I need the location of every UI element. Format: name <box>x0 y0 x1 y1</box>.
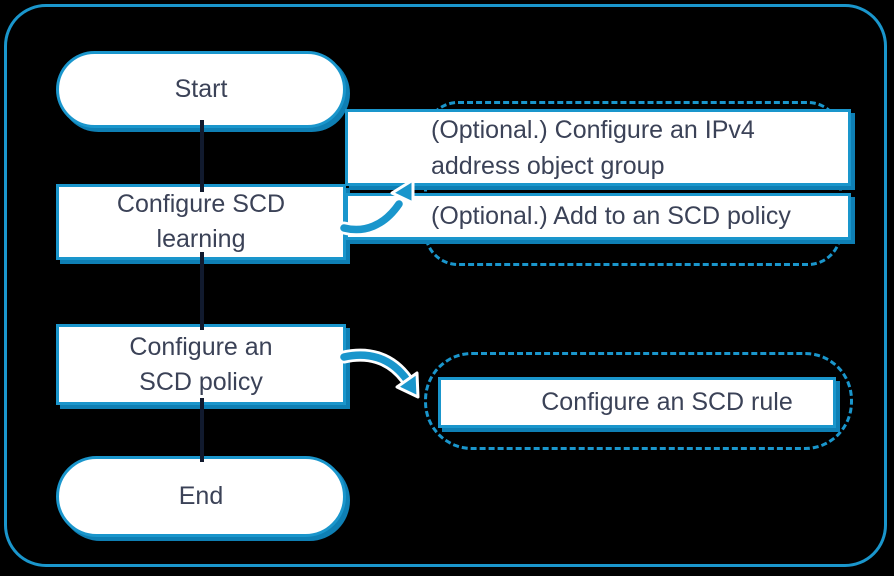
connector-learning-to-policy <box>200 252 204 330</box>
flow-node-optional-ipv4-object-group: (Optional.) Configure an IPv4 address ob… <box>345 109 851 186</box>
flow-node-optional-add-to-scd-policy: (Optional.) Add to an SCD policy <box>345 193 851 240</box>
optional-ipv4-label-line1: (Optional.) Configure an IPv4 <box>431 115 755 144</box>
connector-policy-to-end <box>200 398 204 462</box>
policy-label-line2: SCD policy <box>139 367 263 396</box>
optional-add-label: (Optional.) Add to an SCD policy <box>431 202 791 230</box>
optional-ipv4-label-line2: address object group <box>431 151 665 180</box>
policy-label-line1: Configure an <box>129 332 273 361</box>
flow-node-end: End <box>56 456 346 537</box>
learning-label-line2: learning <box>156 225 246 253</box>
start-label: Start <box>174 75 228 103</box>
flow-node-configure-scd-learning: Configure SCD learning <box>56 184 346 260</box>
diagram-border-frame <box>4 4 887 567</box>
curved-arrow-to-optional-steps-icon <box>337 178 415 237</box>
end-label: End <box>178 482 224 510</box>
flow-node-start: Start <box>56 51 346 128</box>
flow-node-configure-scd-rule: Configure an SCD rule <box>438 377 836 428</box>
learning-label-line1: Configure SCD <box>116 190 286 218</box>
connector-start-to-learning <box>200 120 204 192</box>
curved-arrow-to-scd-rule-icon <box>337 348 420 399</box>
rule-label: Configure an SCD rule <box>541 388 793 416</box>
flow-node-configure-scd-policy: Configure an SCD policy <box>56 324 346 405</box>
scd-rule-group <box>424 352 853 450</box>
